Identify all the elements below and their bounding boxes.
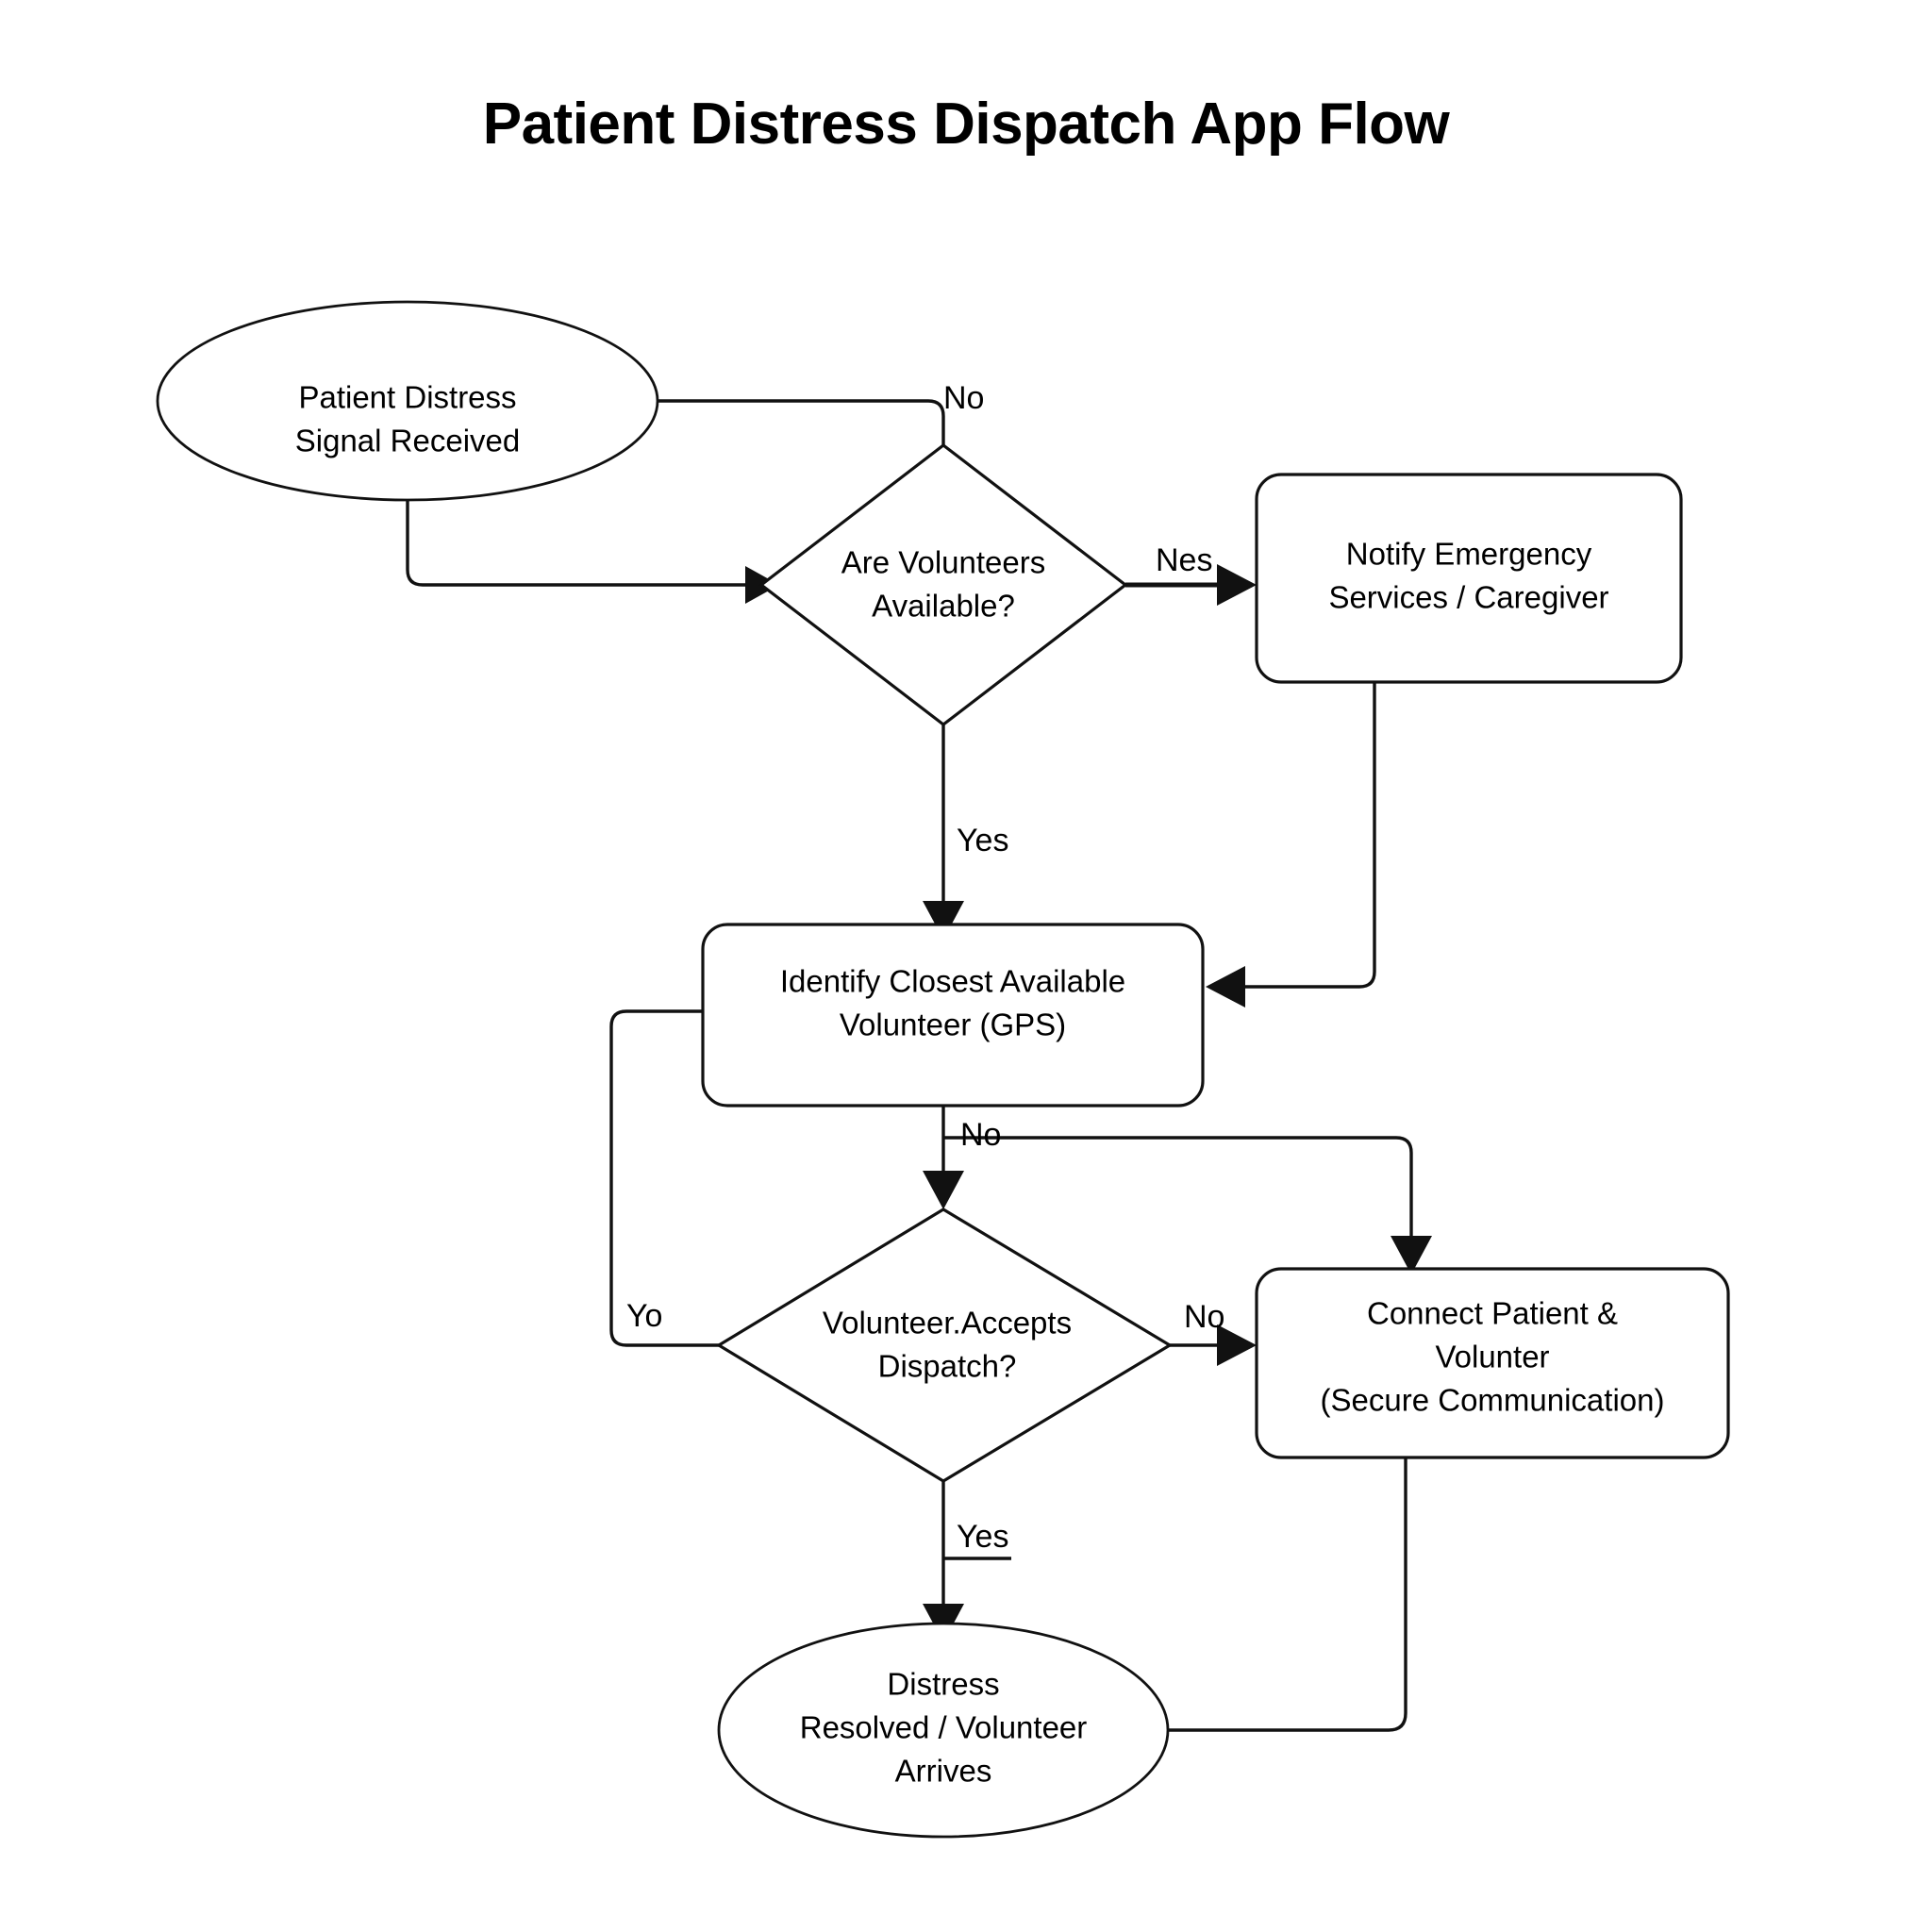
- node-shape-diamond: [758, 442, 1128, 727]
- node-start[interactable]: Patient Distress Signal Received: [156, 300, 659, 502]
- node-identify-volunteer-line2: Volunteer (GPS): [840, 1008, 1066, 1042]
- edge-identify-to-accepts: [923, 1106, 964, 1209]
- edge-path: [658, 399, 945, 528]
- node-shape-ellipse: [156, 300, 659, 502]
- node-shape-ellipse: [717, 1622, 1170, 1839]
- node-identify-volunteer-line1: Identify Closest Available: [780, 964, 1125, 999]
- node-shape-diamond: [715, 1208, 1174, 1483]
- node-connect-patient-line2: Volunter: [1435, 1340, 1549, 1374]
- node-connect-patient[interactable]: Connect Patient & Volunter (Secure Commu…: [1255, 1267, 1730, 1459]
- edge-label-accepts-no: No: [1184, 1299, 1224, 1335]
- edge-start-to-diamond-left: [406, 500, 779, 604]
- edge-volunteers-available-to-identify: [923, 724, 964, 940]
- edge-path: [1168, 1457, 1407, 1732]
- edge-label-accepts-yo: Yo: [626, 1298, 662, 1334]
- edge-accepts-to-connect: [1170, 1324, 1257, 1366]
- edge-label-identify-no: No: [960, 1117, 1001, 1153]
- edge-label-accepts-yes: Yes: [957, 1519, 1008, 1555]
- edge-resolved-to-connect: [1168, 1457, 1407, 1732]
- edge-label-volunteers-yes: Yes: [957, 823, 1008, 858]
- node-notify-emergency[interactable]: Notify Emergency Services / Caregiver: [1255, 473, 1683, 684]
- page-title: Patient Distress Dispatch App Flow: [482, 92, 1450, 157]
- node-notify-emergency-line2: Services / Caregiver: [1328, 580, 1608, 615]
- edge-path: [609, 1009, 719, 1347]
- arrowhead-icon: [1217, 564, 1257, 606]
- node-volunteers-available[interactable]: Are Volunteers Available?: [758, 442, 1128, 727]
- edge-accepts-to-identify-loop: [609, 1009, 719, 1347]
- arrowhead-icon: [1391, 1236, 1432, 1274]
- node-shape-rect: [1255, 1267, 1730, 1459]
- arrowhead-icon: [923, 901, 964, 940]
- arrowhead-icon: [1217, 1324, 1257, 1366]
- edge-label-start-no: No: [943, 380, 984, 416]
- node-volunteers-available-line1: Are Volunteers: [841, 545, 1045, 580]
- node-connect-patient-line3: (Secure Communication): [1321, 1383, 1665, 1418]
- edge-path: [406, 500, 745, 587]
- edge-path: [943, 1136, 1413, 1236]
- node-connect-patient-line1: Connect Patient &: [1367, 1296, 1618, 1331]
- edge-path: [1245, 682, 1376, 989]
- node-volunteers-available-line2: Available?: [872, 589, 1015, 624]
- arrowhead-icon: [1206, 966, 1245, 1008]
- node-resolved-line3: Arrives: [895, 1754, 992, 1789]
- edge-label-volunteers-nes: Nes: [1156, 542, 1212, 578]
- node-accepts-dispatch-line1: Volunteer.Accepts: [823, 1306, 1072, 1341]
- node-notify-emergency-line1: Notify Emergency: [1346, 537, 1592, 572]
- node-resolved-line1: Distress: [887, 1667, 999, 1702]
- node-start-line2: Signal Received: [295, 424, 520, 458]
- node-accepts-dispatch[interactable]: Volunteer.Accepts Dispatch?: [715, 1208, 1174, 1483]
- edge-volunteers-available-to-notify: [1125, 564, 1257, 606]
- edge-identify-to-connect: [943, 1136, 1432, 1274]
- node-start-line1: Patient Distress: [298, 380, 516, 415]
- arrowhead-icon: [923, 1171, 964, 1209]
- node-identify-volunteer[interactable]: Identify Closest Available Volunteer (GP…: [701, 923, 1205, 1108]
- edge-accepts-to-resolved: [923, 1481, 1011, 1642]
- node-shape-rect: [1255, 473, 1683, 684]
- edge-notify-to-identify: [1206, 682, 1376, 1008]
- node-shape-rect: [701, 923, 1205, 1108]
- node-resolved-line2: Resolved / Volunteer: [800, 1710, 1088, 1745]
- edge-start-to-volunteers-available: [658, 399, 945, 528]
- node-accepts-dispatch-line2: Dispatch?: [878, 1349, 1017, 1384]
- node-resolved[interactable]: Distress Resolved / Volunteer Arrives: [717, 1622, 1170, 1839]
